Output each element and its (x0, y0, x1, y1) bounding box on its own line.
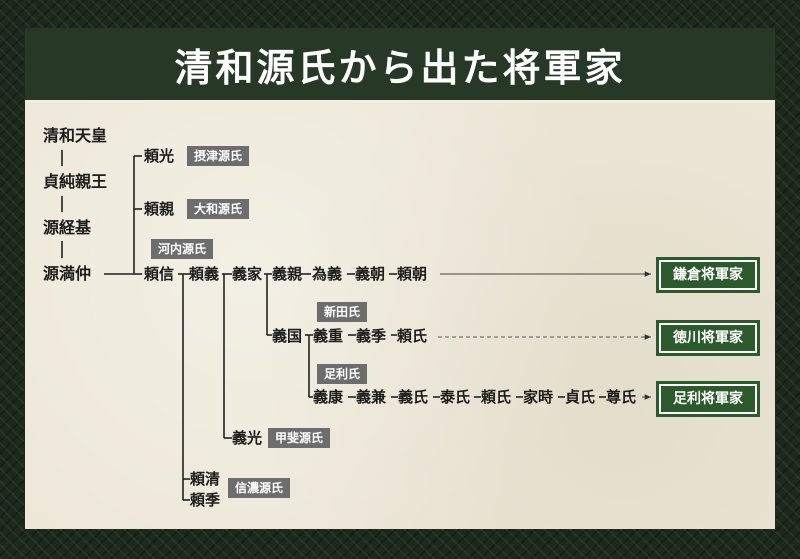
shogunate-tokugawa: 徳川将軍家 (656, 320, 760, 356)
title-banner: 清和源氏から出た将軍家 (25, 28, 775, 103)
clan-tag-nitta: 新田氏 (317, 302, 368, 322)
person-yoriuji-nitta: 頼氏 (397, 327, 428, 345)
clan-tag-ashikaga: 足利氏 (317, 364, 368, 384)
shogunate-kamakura: 鎌倉将軍家 (656, 257, 760, 293)
person-yoritomo: 頼朝 (397, 265, 428, 283)
diagram-panel (25, 103, 775, 529)
person-yoshimitsu: 義光 (232, 429, 263, 447)
person-yoriuji: 頼氏 (481, 388, 512, 406)
person-yorinobu: 頼信 (144, 265, 175, 283)
person-yasuuji: 泰氏 (440, 388, 471, 406)
person-yoshikane: 義兼 (356, 388, 387, 406)
person-yoshichika: 義親 (272, 265, 303, 283)
person-sadauji: 貞氏 (565, 388, 596, 406)
person-yorisue: 頼季 (190, 491, 221, 509)
person-yoshisue: 義季 (356, 327, 387, 345)
person-yorikiyo: 頼清 (190, 470, 221, 488)
person-takauji: 尊氏 (606, 388, 637, 406)
person-yoshishige: 義重 (313, 327, 344, 345)
person-sadazumi-shinno: 貞純親王 (43, 172, 108, 191)
person-yorimitsu: 頼光 (144, 147, 175, 165)
page-title: 清和源氏から出た将軍家 (174, 45, 626, 90)
person-yoshiuji: 義氏 (398, 388, 429, 406)
person-yoshiie: 義家 (232, 265, 263, 283)
person-minamoto-tsunemoto: 源経基 (43, 218, 92, 237)
person-yoshiyasu: 義康 (313, 388, 344, 406)
clan-tag-kawachi: 河内源氏 (151, 239, 214, 259)
person-tameyoshi: 為義 (312, 265, 343, 283)
person-yorichika: 頼親 (144, 200, 175, 218)
person-yoshitomo: 義朝 (355, 265, 386, 283)
clan-tag-yamato: 大和源氏 (187, 199, 250, 219)
person-seiwa-tenno: 清和天皇 (43, 126, 108, 145)
shogunate-ashikaga: 足利将軍家 (656, 381, 760, 417)
person-yoshikuni: 義国 (272, 327, 303, 345)
clan-tag-settsu: 摂津源氏 (187, 146, 250, 166)
clan-tag-shinano: 信濃源氏 (228, 478, 291, 498)
person-minamoto-mitsunaka: 源満仲 (43, 264, 92, 283)
person-yoriyoshi: 頼義 (189, 265, 220, 283)
clan-tag-kai: 甲斐源氏 (268, 428, 331, 448)
person-ietoki: 家時 (523, 388, 554, 406)
